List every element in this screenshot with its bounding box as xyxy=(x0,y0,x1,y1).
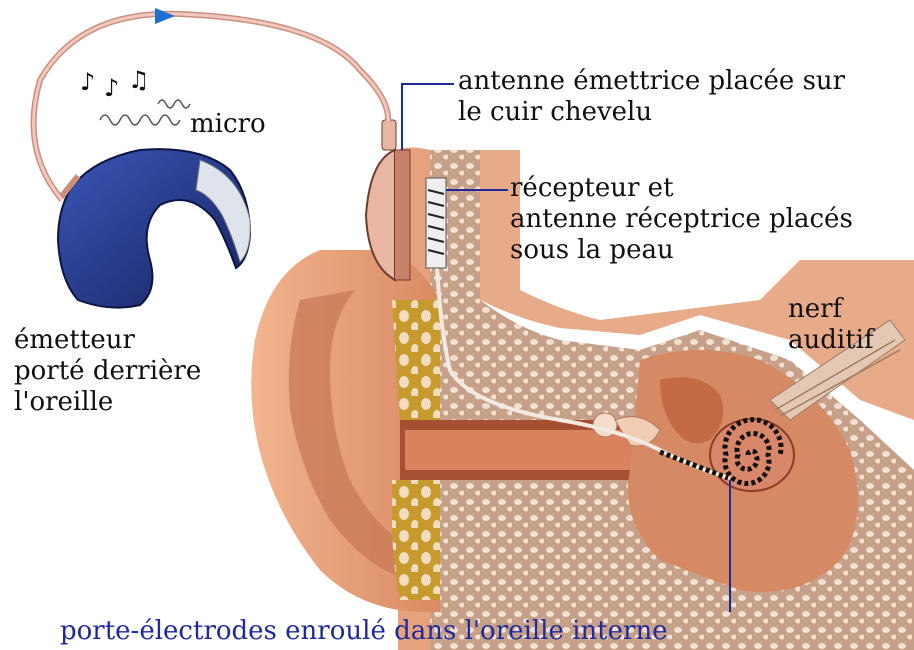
label-antenne-emettrice: antenne émettrice placée sur le cuir che… xyxy=(458,66,845,128)
label-line: auditif xyxy=(788,325,874,356)
label-line: récepteur et xyxy=(510,173,853,204)
music-note-icon: ♫ xyxy=(128,66,150,94)
leader-antenne xyxy=(402,84,454,150)
label-line: nerf xyxy=(788,294,874,325)
sound-symbols: ♪ ♪ ♫ xyxy=(80,66,190,125)
signal-arrow-icon xyxy=(155,8,175,24)
sound-wave-icon xyxy=(100,115,180,125)
label-nerf-auditif: nerf auditif xyxy=(788,294,874,356)
label-line: porté derrière xyxy=(14,356,201,387)
label-micro: micro xyxy=(190,109,266,140)
label-line: sous la peau xyxy=(510,235,853,266)
implant-receiver xyxy=(426,178,446,268)
label-line: antenne émettrice placée sur xyxy=(458,66,845,97)
sound-processor xyxy=(58,149,250,307)
label-recepteur: récepteur et antenne réceptrice placés s… xyxy=(510,173,853,266)
label-line: antenne réceptrice placés xyxy=(510,204,853,235)
music-note-icon: ♪ xyxy=(80,68,95,96)
music-note-icon: ♪ xyxy=(104,74,119,102)
label-porte-electrodes: porte-électrodes enroulé dans l'oreille … xyxy=(60,616,668,647)
label-line: émetteur xyxy=(14,325,201,356)
label-line: l'oreille xyxy=(14,387,201,418)
label-line: le cuir chevelu xyxy=(458,97,845,128)
label-emetteur: émetteur porté derrière l'oreille xyxy=(14,325,201,418)
cochlea xyxy=(710,419,794,491)
